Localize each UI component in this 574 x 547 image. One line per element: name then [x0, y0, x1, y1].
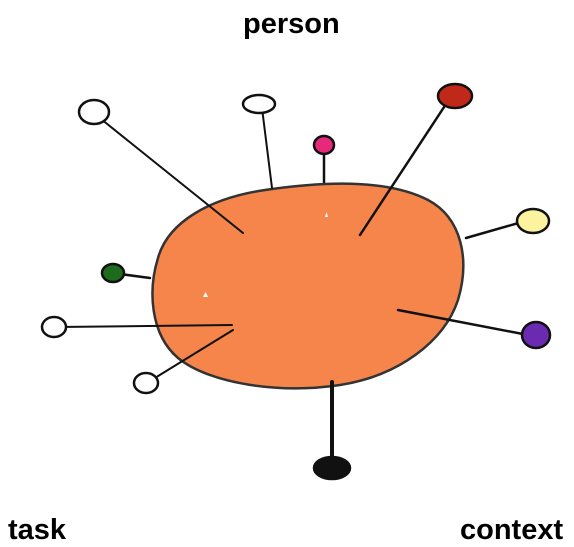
blob-mark-left: [203, 292, 208, 297]
label-person: person: [243, 8, 340, 40]
white-pin-head-top: [241, 93, 277, 115]
red-pin-head: [436, 82, 474, 110]
green-pin-head: [100, 262, 126, 284]
purple-pin-head: [520, 320, 552, 350]
white-pin-head-upper-left: [77, 98, 111, 126]
white-pin-head-left: [40, 315, 68, 339]
line-yellow: [464, 220, 524, 240]
magenta-pin-head: [312, 134, 336, 156]
line-purple: [396, 308, 530, 337]
label-task: task: [8, 514, 67, 546]
line-red: [358, 96, 452, 237]
line-white-lower-left: [149, 329, 234, 382]
line-white-left: [57, 324, 233, 328]
line-top: [261, 107, 273, 189]
yellow-pin-head: [515, 207, 551, 235]
line-upper-left: [95, 114, 244, 234]
white-pin-head-lower-left: [132, 371, 160, 395]
blob-mark-upper: [325, 212, 328, 217]
black-pin-head: [312, 455, 352, 481]
label-context: context: [460, 514, 564, 546]
central-blob: [151, 182, 465, 390]
